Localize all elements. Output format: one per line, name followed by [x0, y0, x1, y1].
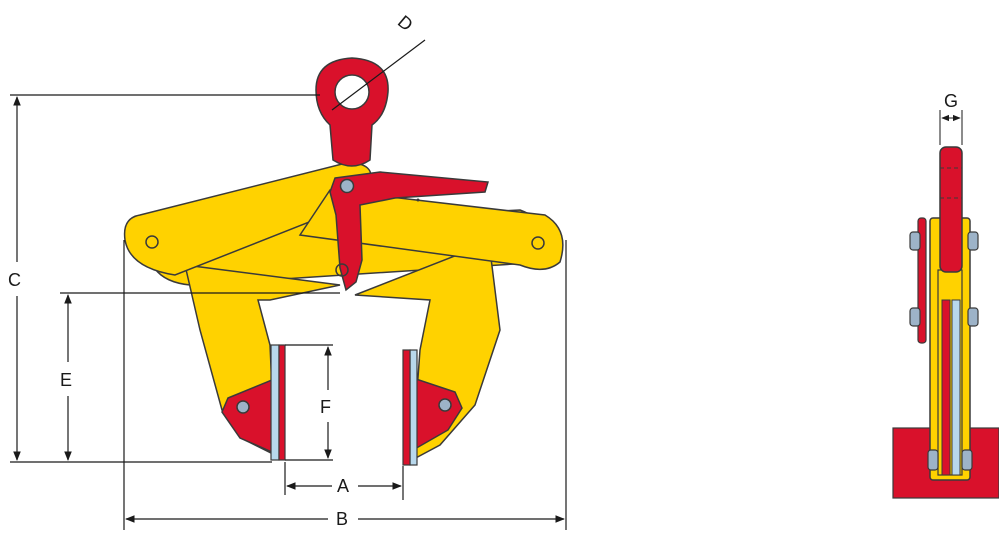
pivot-pin-center [335, 263, 349, 277]
side-jaw-right [951, 299, 961, 476]
pivot-dot [416, 198, 420, 202]
side-jaw-left [941, 299, 951, 476]
label-b: B [336, 509, 348, 529]
left-pad-face [278, 344, 286, 461]
pivot-pin-top [339, 178, 355, 194]
lock-lever [329, 171, 489, 292]
label-d: D [394, 11, 417, 35]
dimensions-front [10, 39, 567, 530]
side-bolt-mid-right [967, 307, 979, 327]
lifting-eye [315, 57, 389, 167]
left-pad-pin [236, 400, 250, 414]
side-bolt-low-left [927, 449, 939, 471]
lifting-eye-hole [334, 74, 370, 110]
right-pad-pin [438, 398, 452, 412]
side-bolt-top-left [909, 231, 921, 251]
side-view [892, 110, 999, 499]
label-c: C [8, 270, 21, 290]
right-pad [409, 349, 418, 466]
side-eye [939, 146, 963, 273]
pivot-pin-left [145, 235, 159, 249]
cross-bar [298, 189, 564, 271]
lever-arm-front [123, 161, 372, 276]
side-bolt-low-right [961, 449, 973, 471]
front-view [123, 57, 564, 466]
label-g: G [944, 91, 958, 111]
left-pad [270, 344, 280, 461]
label-a: A [337, 476, 349, 496]
label-e: E [60, 370, 72, 390]
label-f: F [320, 397, 331, 417]
dim-d-leader [331, 39, 426, 111]
right-pad-face [402, 349, 411, 466]
side-bolt-top-right [967, 231, 979, 251]
side-bolt-mid-left [909, 307, 921, 327]
pivot-pin-right [531, 236, 545, 250]
